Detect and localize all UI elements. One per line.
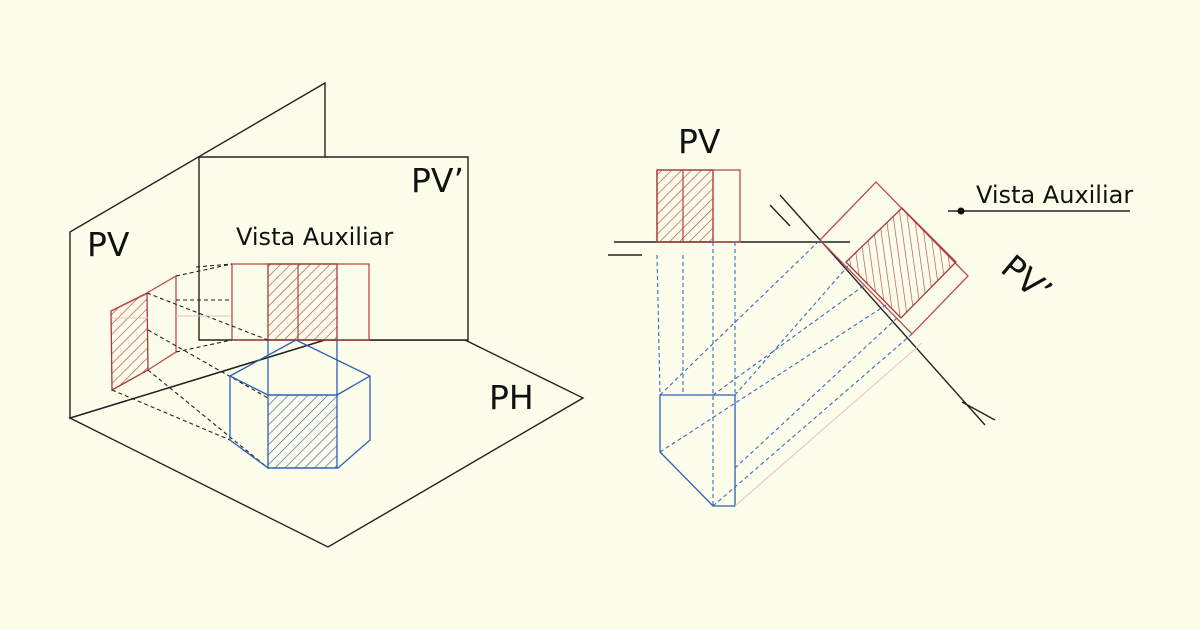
hexagon-plan [229, 339, 371, 469]
vista-marker-dot [957, 207, 965, 215]
label-left-pv: PV [87, 225, 130, 264]
pv-front-view [656, 169, 741, 243]
plane-pv-prime [198, 156, 469, 341]
label-right-pv: PV [678, 122, 721, 161]
ph-plan-view [656, 242, 736, 507]
label-left-ph: PH [489, 378, 534, 417]
label-right-pv-prime: PV’ [994, 247, 1060, 311]
label-right-vista: Vista Auxiliar [976, 181, 1133, 209]
orthographic-projectors [659, 239, 923, 507]
pv-projection [110, 274, 177, 392]
isometric-projectors [111, 263, 269, 469]
isometric-view: PV PV’ Vista Auxiliar PH [68, 81, 585, 548]
auxiliary-view-projection [231, 263, 370, 341]
label-left-vista: Vista Auxiliar [236, 223, 393, 251]
auxiliary-view-rotated [819, 181, 969, 335]
orthographic-view: PV Vista Auxiliar PV’ [608, 122, 1133, 507]
label-left-pv-prime: PV’ [411, 161, 464, 200]
plane-ph [68, 339, 585, 548]
